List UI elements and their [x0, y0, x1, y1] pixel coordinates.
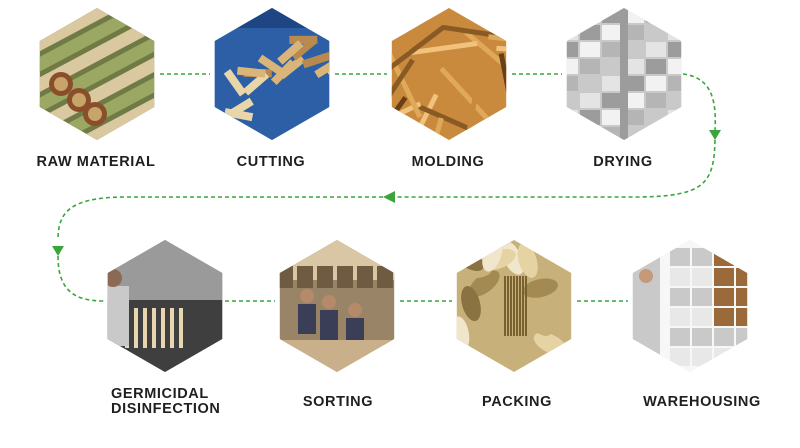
flow-connector-curve-left [58, 256, 104, 301]
step-hexagons [7, 0, 756, 372]
bamboo-tubes-photo [7, 0, 196, 161]
flow-connector-curve-right [683, 74, 715, 132]
step-label-molding: MOLDING [378, 155, 518, 170]
arrow-down-icon [52, 246, 64, 256]
flow-connector-return-left [58, 197, 383, 240]
step-label-drying: DRYING [553, 155, 693, 170]
warehouse-boxes-photo [624, 240, 756, 372]
arrow-left-icon [383, 191, 395, 203]
step-label-cutting: CUTTING [201, 155, 341, 170]
step-label-line-2: DISINFECTION [111, 402, 251, 417]
step-label-sorting: SORTING [268, 395, 408, 410]
drying-racks-photo [558, 8, 690, 142]
sorting-workers-photo [271, 240, 403, 372]
step-label-germicidal-disinfection: GERMICIDAL DISINFECTION [111, 387, 251, 417]
step-label-warehousing: WAREHOUSING [622, 395, 782, 410]
arrow-down-icon [709, 130, 721, 140]
step-label-line-1: GERMICIDAL [111, 387, 251, 402]
cut-bamboo-strips-photo [206, 8, 353, 141]
step-label-raw-material: RAW MATERIAL [26, 155, 166, 170]
disinfection-machine-photo [99, 240, 231, 372]
packing-bags-photo [448, 234, 580, 372]
step-label-packing: PACKING [447, 395, 587, 410]
